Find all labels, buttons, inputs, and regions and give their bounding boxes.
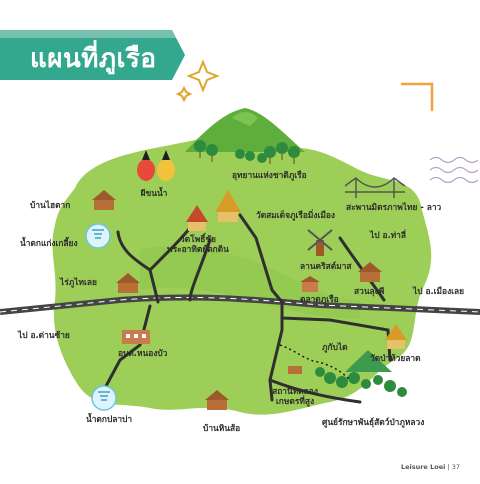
- sparkle-icon: [175, 59, 220, 103]
- main-road: [0, 294, 480, 315]
- label-phu-ki-dai: ภูกับได: [322, 342, 348, 352]
- phi-ta-khon-mask-icon: [137, 150, 175, 181]
- market-stall-icon: [300, 276, 320, 292]
- label-plant-center: ศูนย์รักษาพันธุ์สัตว์ป่าภูหลวง: [322, 417, 425, 427]
- mountain-highlight: [232, 112, 258, 126]
- dotted-trail: [279, 344, 351, 381]
- label-suan-lung-phi: สวนลุงพี: [354, 286, 385, 296]
- label-obt-nong-bua: อบต.หนองบัว: [118, 348, 168, 358]
- label-to-dan-sai: ไป อ.ด่านซ้าย: [18, 330, 70, 340]
- agri-station-icon: [288, 366, 302, 374]
- label-rai-phu-loei: ไร่ภูไทเลย: [60, 277, 97, 287]
- label-ban-huai-tak: บ้านไฮตาก: [30, 200, 71, 210]
- mountain-icon: [185, 108, 305, 152]
- land-area: [52, 136, 432, 415]
- windmill-icon: [307, 229, 333, 256]
- label-national-park: อุทยานแห่งชาติภูเรือ: [232, 170, 307, 180]
- school-building-icon: [122, 330, 150, 344]
- secondary-roads: [103, 213, 392, 404]
- footer-brand: Leisure Loei: [400, 463, 446, 471]
- land-shade: [140, 246, 360, 319]
- corner-mark-icon: [400, 82, 434, 112]
- label-namtok-kaeng-hin-khiang: น้ำตกแก่งเกลี้ยง: [20, 238, 78, 248]
- label-talad-phu-ruea: ตลาดภูเรือ: [300, 294, 339, 304]
- waterfall-icon: [85, 223, 117, 411]
- temple-icon: [186, 190, 407, 349]
- label-lan-kris: ลานคริสต์มาส: [300, 261, 352, 271]
- tree-trunks: [199, 152, 295, 164]
- label-namtok-pla-ba: น้ำตกปลาบ่า: [86, 414, 133, 424]
- label-to-mueang-loei: ไป อ.เมืองเลย: [413, 286, 465, 296]
- pine-forest-icon: [194, 140, 407, 397]
- label-wat-pa-huai-lat: วัดป่าห้วยลาด: [370, 353, 421, 363]
- label-phi-khon-nam: ผีขนน้ำ: [140, 188, 168, 198]
- label-to-tha-li: ไป อ.ท่าลี่: [370, 230, 407, 240]
- footer-separator: |: [447, 463, 450, 471]
- label-agri-station: สถานีทดลอง เกษตรที่สูง: [272, 386, 318, 406]
- wooden-house-icon: [92, 190, 382, 410]
- suspension-bridge-icon: [344, 177, 406, 198]
- label-wat-somdet: วัดสมเด็จภูเรือมิ่งเมือง: [256, 210, 336, 220]
- page-title: แผนที่ภูเรือ: [30, 44, 157, 74]
- wavy-lines-icon: [429, 156, 479, 184]
- label-ban-hin-so: บ้านหินส้อ: [203, 423, 241, 433]
- footer-page-number: 37: [451, 463, 460, 471]
- label-wat-pho-chai: วัดโพธิ์ชัย พระอาทิตย์ตกดิน: [167, 234, 229, 254]
- label-friendship-bridge: สะพานมิตรภาพไทย - ลาว: [346, 202, 442, 212]
- mountain-small-icon: [345, 350, 392, 372]
- page-footer: Leisure Loei | 37: [401, 463, 460, 471]
- banner-ribbon: [0, 30, 185, 80]
